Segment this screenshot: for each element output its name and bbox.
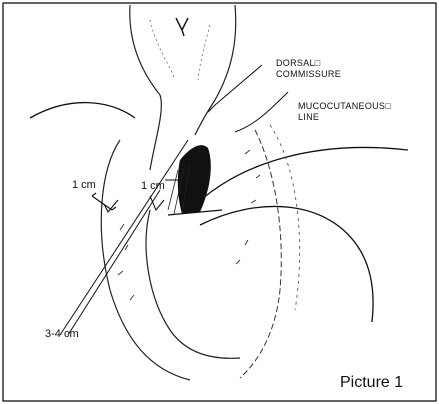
- lower-outline-inner: [146, 210, 240, 358]
- frame-border: [3, 3, 436, 401]
- label-mucocutaneous-line1: MUCOCUTANEOUS□: [298, 102, 391, 111]
- instrument-line-1: [60, 140, 188, 335]
- label-measure-left: 1 cm: [72, 180, 96, 191]
- leader-mucocutaneous: [235, 92, 288, 132]
- right-curve-lower: [200, 206, 373, 322]
- figure-caption: Picture 1: [340, 375, 403, 391]
- instrument-line-2: [68, 190, 160, 335]
- leader-dorsal-commissure: [208, 65, 262, 112]
- upper-outline-left: [130, 5, 162, 170]
- left-curve: [30, 103, 135, 118]
- label-measure-lower: 3-4 cm: [45, 329, 79, 340]
- upper-outline-right: [195, 5, 236, 135]
- measure-left-bracket: [92, 193, 118, 212]
- right-curve-upper: [190, 148, 408, 211]
- upper-shading: [150, 20, 210, 80]
- lower-outline-far-right: [270, 125, 300, 310]
- top-marking: [176, 18, 188, 36]
- label-measure-center: 1 cm: [141, 181, 165, 192]
- label-dorsal-line1: DORSAL□: [276, 59, 321, 68]
- label-mucocutaneous-line2: LINE: [298, 113, 319, 122]
- lower-outline-right: [240, 130, 281, 378]
- label-dorsal-line2: COMMISSURE: [276, 70, 341, 79]
- incision-dark: [178, 145, 211, 214]
